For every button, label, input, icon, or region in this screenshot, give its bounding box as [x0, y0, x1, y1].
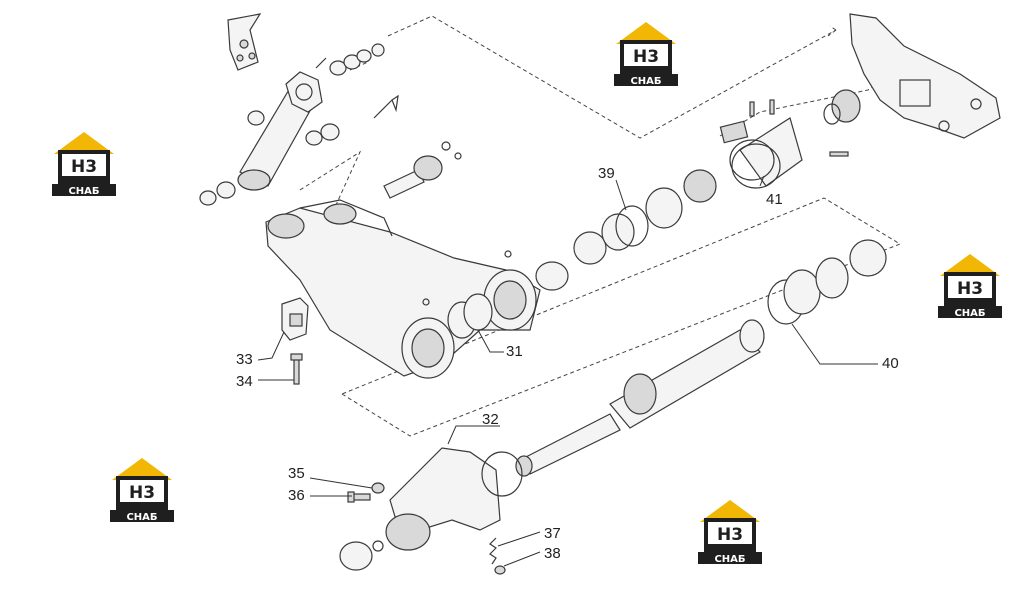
pin-38	[494, 565, 506, 575]
hub-cover-41	[719, 99, 849, 189]
callout-34: 34	[236, 373, 253, 390]
spring-37	[489, 537, 497, 565]
callout-32: 32	[482, 411, 499, 428]
watermark-logo-bottom: H3 СНАБ	[698, 500, 762, 565]
pivot-pin	[383, 141, 462, 199]
watermark-logo-top: H3 СНАБ	[614, 22, 678, 87]
callout-36: 36	[288, 487, 305, 504]
svg-text:СНАБ: СНАБ	[68, 186, 99, 197]
callout-41: 41	[766, 191, 783, 208]
bearing-stack-39	[535, 169, 717, 291]
callout-40: 40	[882, 355, 899, 372]
svg-text:H3: H3	[717, 525, 743, 545]
watermark-logo-bottom-left: H3 СНАБ	[110, 458, 174, 523]
swing-arm-housing	[265, 199, 541, 379]
svg-text:СНАБ: СНАБ	[126, 512, 157, 523]
bracket-33	[281, 297, 309, 341]
washer-35	[371, 482, 385, 494]
hydraulic-cylinder	[237, 57, 327, 191]
bolt-36	[347, 491, 371, 503]
drive-shaft	[515, 319, 765, 477]
svg-text:СНАБ: СНАБ	[630, 76, 661, 87]
chassis-frame	[823, 13, 1001, 139]
callout-31: 31	[506, 343, 523, 360]
svg-text:СНАБ: СНАБ	[714, 554, 745, 565]
svg-text:СНАБ: СНАБ	[954, 308, 985, 319]
callout-35: 35	[288, 465, 305, 482]
callout-leaders	[257, 175, 878, 567]
svg-text:H3: H3	[957, 279, 983, 299]
callout-38: 38	[544, 545, 561, 562]
callout-39: 39	[598, 165, 615, 182]
svg-text:H3: H3	[633, 47, 659, 67]
watermark-logo-left: H3 СНАБ	[52, 132, 116, 197]
cylinder-seals	[199, 43, 399, 206]
callout-33: 33	[236, 351, 253, 368]
svg-text:H3: H3	[71, 157, 97, 177]
bearing-stack-40	[767, 239, 887, 325]
seal-set-31	[447, 293, 493, 339]
hub-carrier-32	[339, 447, 523, 571]
callout-labels: 39 41 40 31 33 34 32 35 36 37 38	[236, 165, 899, 562]
callout-37: 37	[544, 525, 561, 542]
bolt-34	[290, 353, 303, 385]
svg-text:H3: H3	[129, 483, 155, 503]
watermark-logo-right: H3 СНАБ	[938, 254, 1002, 319]
grease-bag-icon	[227, 13, 262, 71]
